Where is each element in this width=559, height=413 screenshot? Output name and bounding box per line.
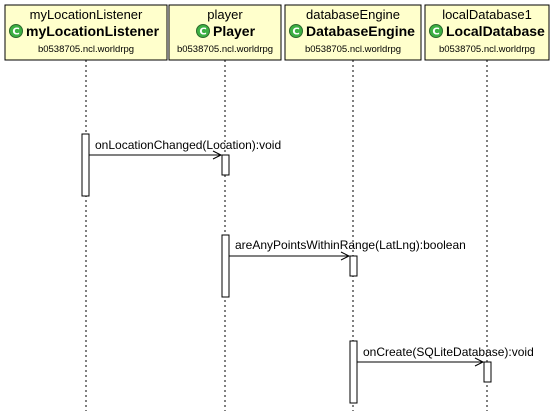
instance-name: localDatabase1 — [442, 7, 532, 22]
message-on-location-changed[interactable]: onLocationChanged(Location):void — [89, 138, 281, 160]
class-name: DatabaseEngine — [306, 23, 415, 39]
message-are-any-points-within-range[interactable]: areAnyPointsWithinRange(LatLng):boolean — [229, 238, 466, 261]
package-name: b0538705.ncl.worldrpg — [38, 44, 134, 55]
class-icon-letter: C — [199, 27, 206, 38]
package-name: b0538705.ncl.worldrpg — [439, 44, 535, 55]
message-arrowhead — [340, 251, 351, 261]
instance-name: myLocationListener — [30, 7, 143, 22]
activation-bar-database-engine-callee — [349, 255, 358, 277]
lifeline-database-engine: databaseEngine C DatabaseEngine b0538705… — [284, 4, 422, 411]
class-icon: C — [289, 24, 303, 38]
message-label: onLocationChanged(Location):void — [95, 138, 281, 152]
activation-bar-local-database1 — [483, 361, 492, 383]
class-icon-letter: C — [12, 27, 19, 38]
lifeline-local-database1: localDatabase1 C LocalDatabase b0538705.… — [424, 4, 550, 411]
class-icon: C — [196, 24, 210, 38]
lifeline-player: player C Player b0538705.ncl.worldrpg — [168, 4, 282, 411]
class-icon-circle — [429, 24, 443, 38]
class-icon: C — [429, 24, 443, 38]
class-icon-circle — [196, 24, 210, 38]
class-icon-letter: C — [432, 27, 439, 38]
class-icon: C — [9, 24, 23, 38]
instance-name: databaseEngine — [306, 7, 400, 22]
class-icon-circle — [9, 24, 23, 38]
activation-bar-player-caller — [221, 234, 230, 298]
lifeline-header[interactable] — [4, 4, 168, 61]
instance-name: player — [207, 7, 243, 22]
lifeline-header[interactable] — [284, 4, 422, 61]
class-icon-circle — [289, 24, 303, 38]
lifeline-my-location-listener: myLocationListener C myLocationListener … — [4, 4, 168, 411]
package-name: b0538705.ncl.worldrpg — [305, 44, 401, 55]
class-icon-letter: C — [292, 27, 299, 38]
message-label: onCreate(SQLiteDatabase):void — [363, 345, 534, 359]
message-arrowhead — [474, 357, 485, 367]
activation-bar-database-engine-caller — [349, 340, 358, 404]
lifeline-header[interactable] — [168, 4, 282, 61]
package-name: b0538705.ncl.worldrpg — [177, 44, 273, 55]
activation-bar-player-callee — [221, 154, 230, 176]
message-label: areAnyPointsWithinRange(LatLng):boolean — [235, 238, 466, 252]
lifeline-header[interactable] — [424, 4, 550, 61]
class-name: Player — [213, 23, 256, 39]
class-name: myLocationListener — [26, 23, 160, 39]
message-on-create[interactable]: onCreate(SQLiteDatabase):void — [357, 345, 534, 367]
message-arrowhead — [212, 150, 223, 160]
activation-bar-my-location-listener — [81, 133, 90, 197]
class-name: LocalDatabase — [446, 23, 545, 39]
